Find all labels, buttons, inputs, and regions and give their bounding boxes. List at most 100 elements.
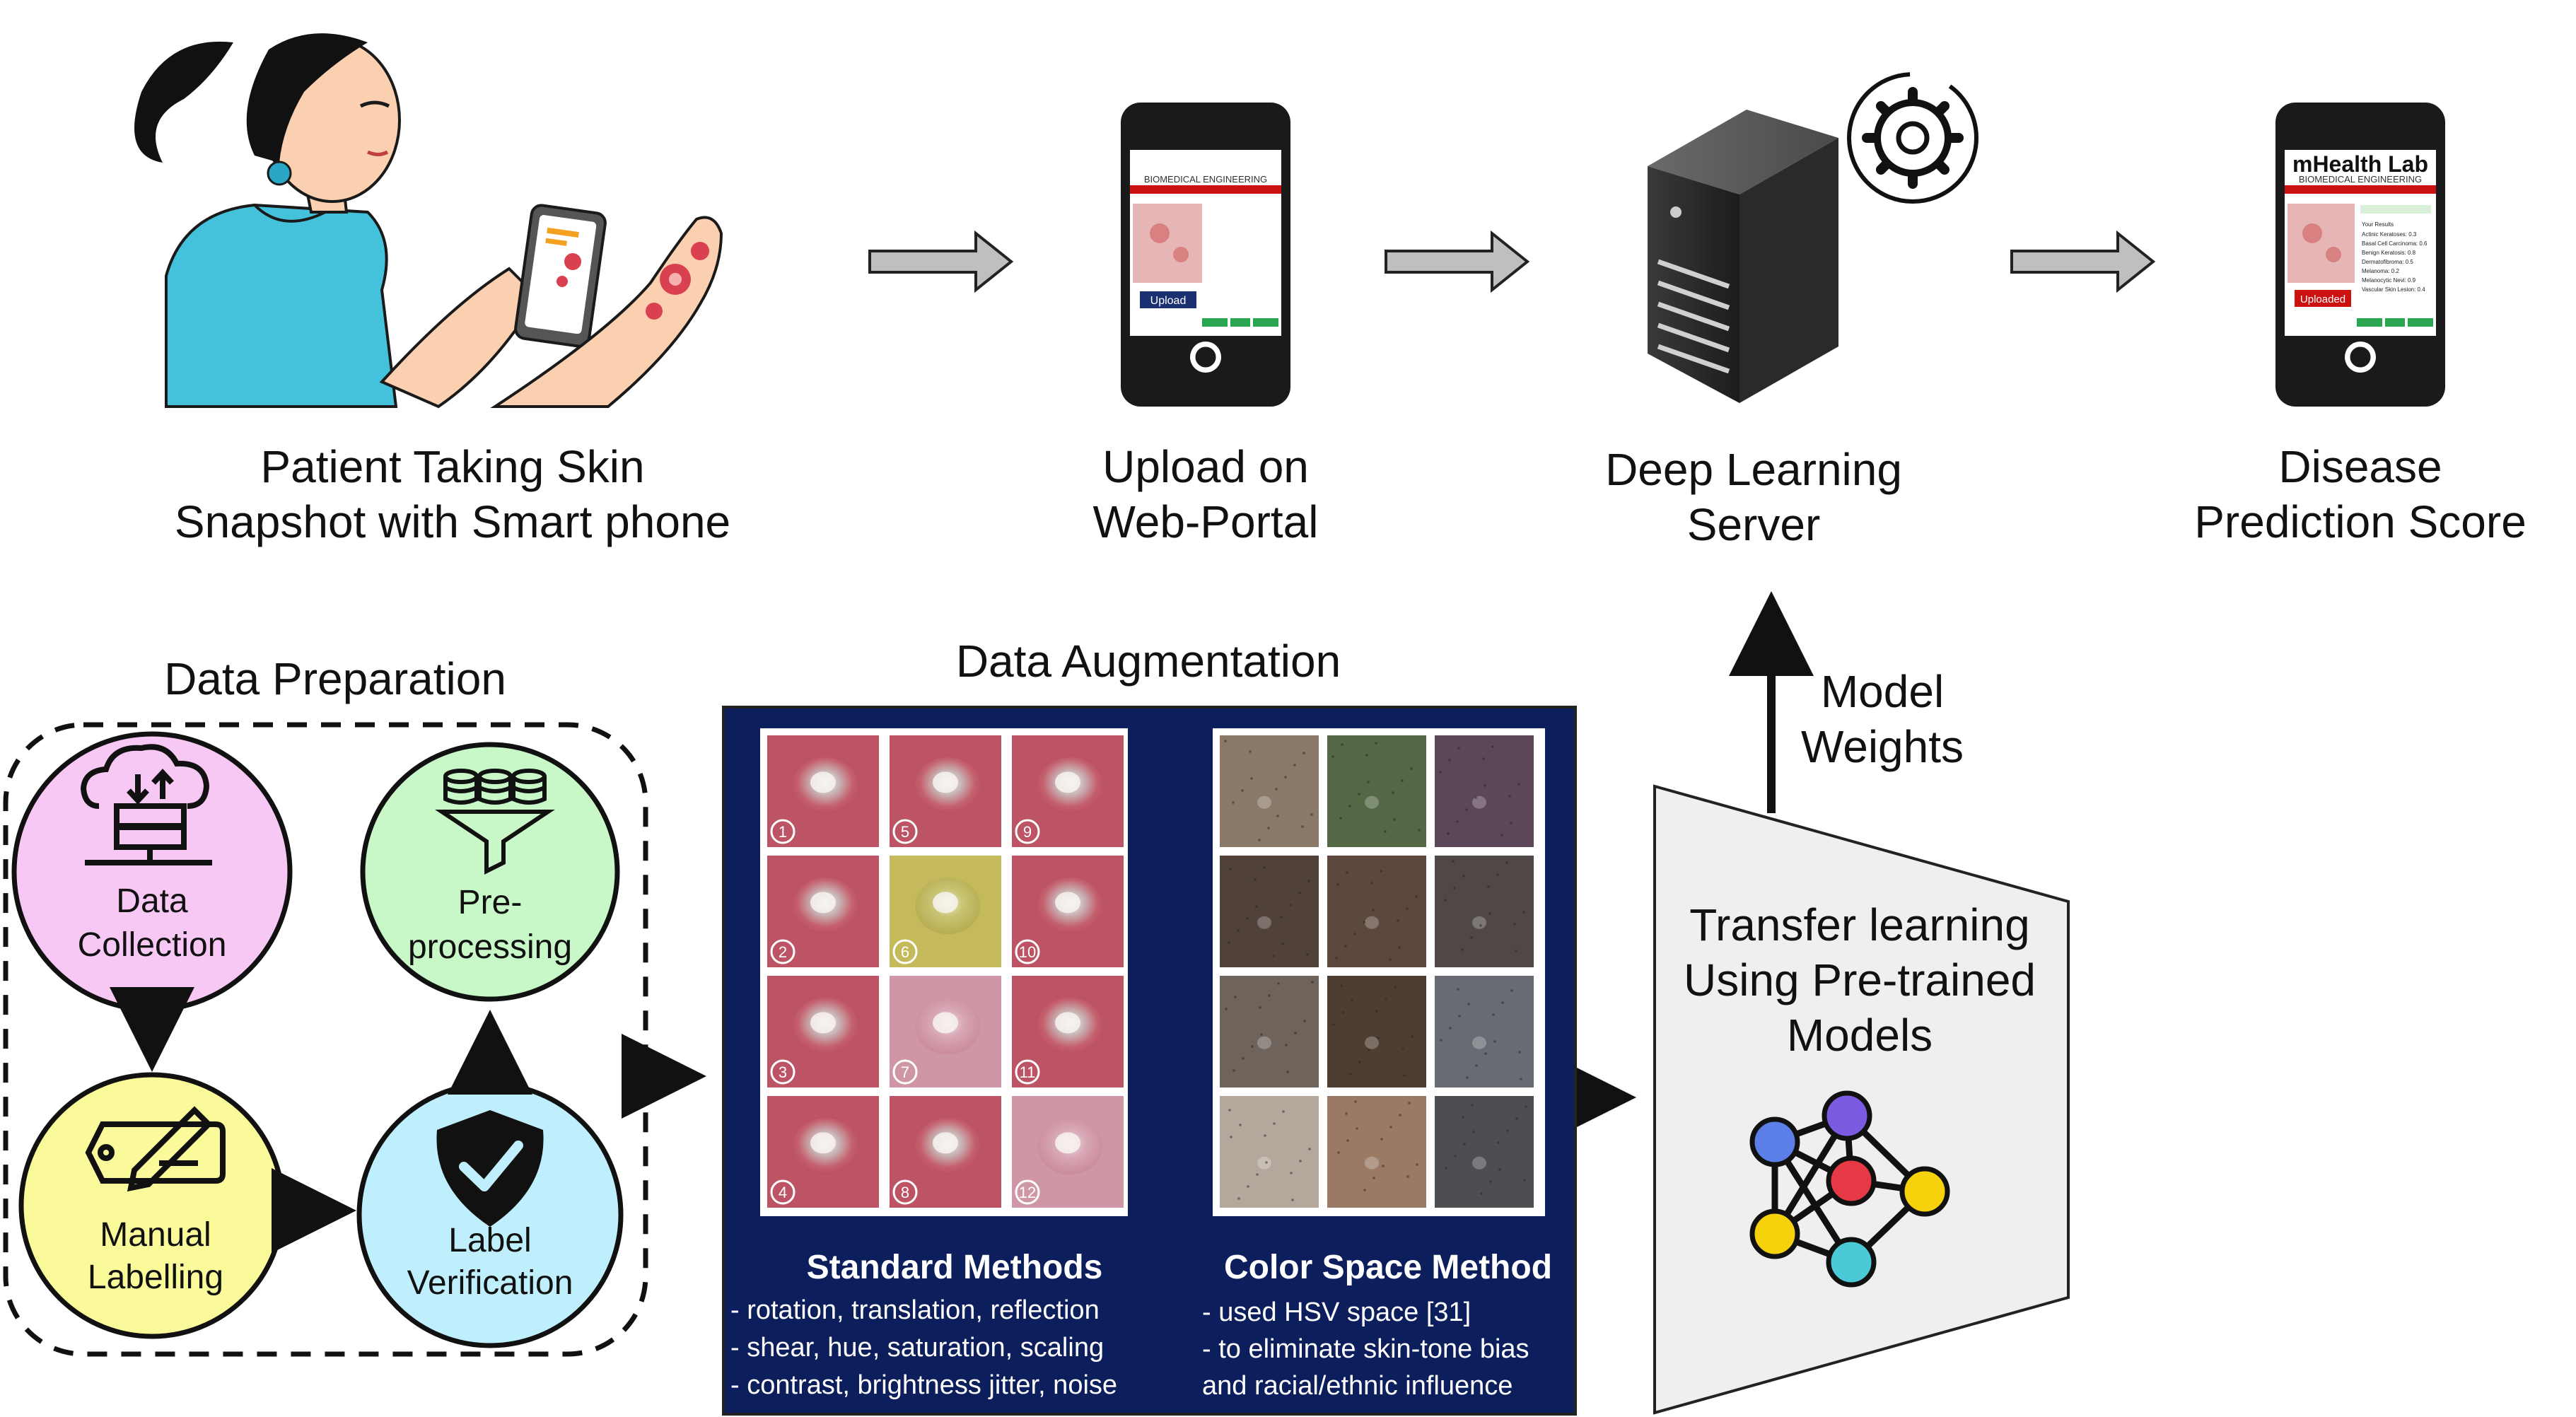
upload-phone-subbrand: BIOMEDICAL ENGINEERING — [1144, 174, 1267, 185]
upload-phone-brand: mHealth Lab — [1138, 151, 1274, 177]
color-space-sample-image — [1220, 976, 1319, 1087]
sample-number: 6 — [901, 943, 909, 961]
neural-network-icon — [1749, 1090, 1950, 1288]
standard-sample-image: 8 — [890, 1096, 1001, 1208]
label-verification-line2: Verification — [407, 1264, 573, 1302]
color-space-sample-image — [1327, 1096, 1426, 1208]
result-line: Basal Cell Carcinoma: 0.6 — [2362, 240, 2428, 247]
prediction-label-line2: Prediction Score — [2194, 496, 2527, 547]
pen-tag-icon — [85, 1106, 226, 1192]
server-icon — [1648, 110, 1838, 403]
manual-labelling-node: Manual Labelling — [18, 1072, 286, 1339]
color-space-sample-image — [1220, 735, 1319, 847]
flow-arrow-1 — [868, 230, 1014, 293]
cloud-server-icon — [80, 744, 212, 865]
server-label-line2: Server — [1687, 499, 1821, 550]
sample-number: 3 — [779, 1063, 787, 1081]
patient-label-line1: Patient Taking Skin — [260, 441, 644, 492]
model-weights-line2: Weights — [1801, 721, 1964, 772]
standard-sample-image: 7 — [890, 976, 1001, 1087]
sample-number: 11 — [1020, 1063, 1036, 1081]
standard-sample-image: 1 — [767, 735, 879, 847]
color-item: and racial/ethnic influence — [1202, 1371, 1513, 1401]
preprocessing-line2: processing — [408, 928, 572, 966]
patient-label-line2: Snapshot with Smart phone — [175, 496, 730, 547]
network-node — [1826, 1155, 1877, 1206]
flow-arrow-2 — [1385, 230, 1530, 293]
sample-number: 8 — [901, 1184, 909, 1201]
standard-sample-image: 10 — [1012, 856, 1124, 967]
patient-illustration — [134, 33, 723, 409]
prediction-phone-subbrand: BIOMEDICAL ENGINEERING — [2299, 174, 2422, 185]
standard-sample-image: 12 — [1012, 1096, 1124, 1208]
gear-icon — [1847, 72, 1978, 204]
upload-phone: mHealth Lab BIOMEDICAL ENGINEERING Uploa… — [1121, 103, 1290, 407]
standard-sample-image: 6 — [890, 856, 1001, 967]
network-node — [1826, 1237, 1877, 1288]
result-line: Dermatofibroma: 0.5 — [2362, 259, 2413, 265]
data-collection-line1: Data — [116, 882, 188, 920]
color-space-sample-image — [1327, 856, 1426, 967]
prediction-phone-brand: mHealth Lab — [2292, 151, 2428, 177]
standard-item: - rotation, translation, reflection — [730, 1295, 1100, 1325]
color-space-sample-image — [1435, 976, 1534, 1087]
color-space-title: Color Space Method — [1224, 1249, 1552, 1286]
network-node — [1749, 1208, 1800, 1259]
standard-sample-image: 3 — [767, 976, 879, 1087]
server-label-line1: Deep Learning — [1605, 444, 1902, 495]
sample-number: 10 — [1019, 943, 1036, 961]
color-space-sample-image — [1327, 976, 1426, 1087]
prediction-phone-button: Uploaded — [2300, 293, 2345, 305]
sample-number: 12 — [1019, 1184, 1036, 1201]
data-preparation-title: Data Preparation — [164, 653, 506, 704]
sample-number: 9 — [1023, 823, 1032, 841]
sample-number: 7 — [901, 1063, 909, 1081]
color-space-sample-image — [1435, 856, 1534, 967]
transfer-line1: Transfer learning — [1689, 899, 2029, 950]
color-space-sample-image — [1220, 856, 1319, 967]
result-line: Vascular Skin Lesion: 0.4 — [2362, 286, 2425, 293]
sample-number: 5 — [901, 823, 909, 841]
network-node — [1899, 1166, 1950, 1217]
upload-phone-button: Upload — [1150, 295, 1187, 307]
result-line: Benign Keratosis: 0.8 — [2362, 250, 2416, 256]
color-space-sample-image — [1435, 1096, 1534, 1208]
prediction-label-line1: Disease — [2278, 441, 2442, 492]
network-node — [1749, 1116, 1800, 1167]
model-weights-line1: Model — [1821, 666, 1944, 717]
standard-sample-image: 5 — [890, 735, 1001, 847]
standard-item: - shear, hue, saturation, scaling — [730, 1333, 1104, 1363]
upload-label-line2: Web-Portal — [1093, 496, 1319, 547]
color-item: - to eliminate skin-tone bias — [1202, 1334, 1529, 1364]
standard-sample-image: 4 — [767, 1096, 879, 1208]
network-node — [1822, 1090, 1872, 1141]
result-line: Your Results — [2362, 221, 2394, 228]
data-augmentation-title: Data Augmentation — [956, 636, 1341, 687]
standard-sample-image: 11 — [1012, 976, 1124, 1087]
sample-number: 2 — [779, 943, 787, 961]
standard-item: - contrast, brightness jitter, noise — [730, 1370, 1117, 1400]
standard-sample-image: 2 — [767, 856, 879, 967]
data-collection-line2: Collection — [78, 926, 227, 964]
preprocessing-line1: Pre- — [458, 884, 523, 921]
manual-labelling-line1: Manual — [100, 1216, 211, 1254]
preprocessing-node: Pre- processing — [360, 742, 620, 1002]
color-item: - used HSV space [31] — [1202, 1298, 1471, 1327]
label-verification-node: Label Verification — [356, 1081, 624, 1348]
manual-labelling-line2: Labelling — [88, 1259, 223, 1296]
database-filter-icon — [435, 769, 555, 875]
data-collection-node: Data Collection — [11, 731, 293, 1013]
color-space-sample-image — [1220, 1096, 1319, 1208]
label-verification-line1: Label — [448, 1222, 531, 1259]
transfer-line2: Using Pre-trained — [1684, 955, 2036, 1005]
color-space-sample-image — [1435, 735, 1534, 847]
transfer-line3: Models — [1787, 1010, 1933, 1061]
result-line: Melanocytic Nevi: 0.9 — [2362, 277, 2416, 284]
result-line: Melanoma: 0.2 — [2362, 268, 2399, 274]
standard-sample-image: 9 — [1012, 735, 1124, 847]
result-line: Actinic Keratoses: 0.3 — [2362, 231, 2417, 238]
color-space-sample-image — [1327, 735, 1426, 847]
sample-number: 4 — [779, 1184, 787, 1201]
shield-check-icon — [436, 1110, 544, 1227]
